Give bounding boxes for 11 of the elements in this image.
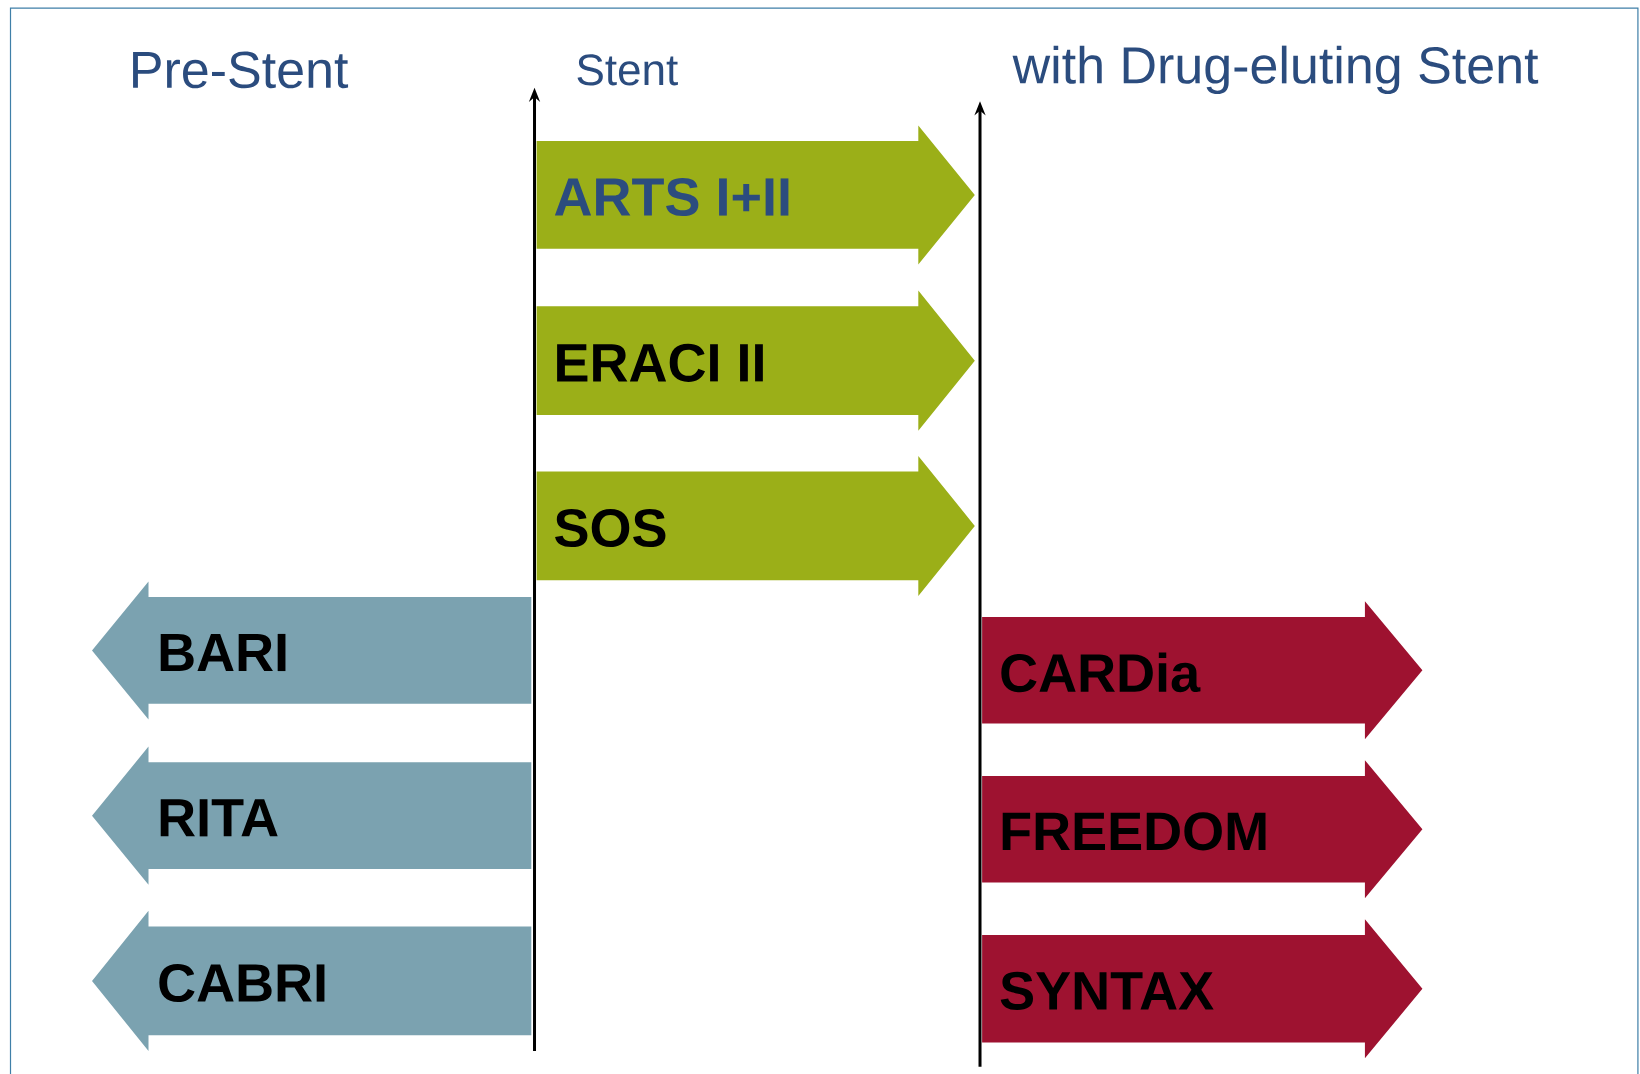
column-heading: Pre-Stent [133, 51, 349, 89]
arrow-box: FREEDOM [982, 760, 1423, 899]
column-heading: with Drug-eluting Stent [1012, 45, 1539, 95]
arrow-box: ERACI II [536, 290, 975, 431]
arrow-box: ARTS I+II [536, 125, 975, 265]
arrow-box: CABRI [92, 910, 532, 1051]
arrow-box: SOS [536, 455, 975, 596]
arrow-box: SYNTAX [982, 919, 1423, 1059]
arrow-box: BARI [92, 581, 532, 720]
arrow-box: CARDia [982, 601, 1423, 740]
arrow-box: RITA [92, 746, 532, 885]
